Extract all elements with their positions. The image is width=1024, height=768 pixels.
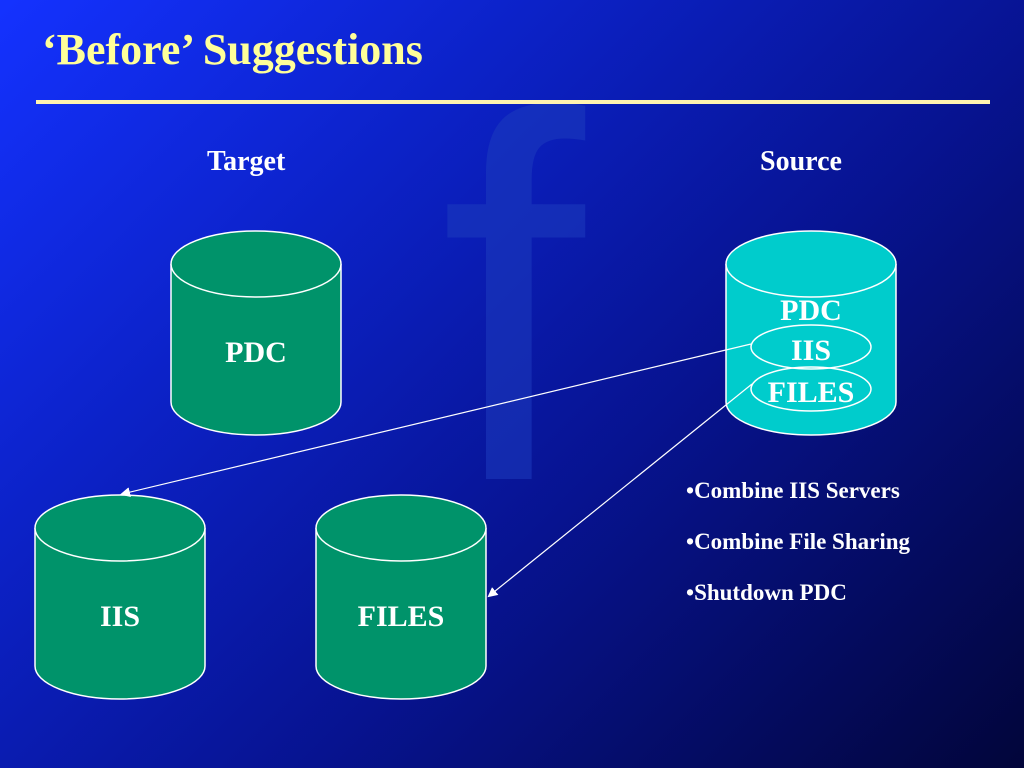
arrow-files-to-target [487,383,753,598]
target-files-label: FILES [358,600,445,633]
source-files-highlight [750,366,872,412]
source-files-label: FILES [768,376,855,409]
bullet-shutdown-pdc: Shutdown PDC [686,580,910,607]
bullet-combine-iis: Combine IIS Servers [686,478,910,505]
suggestion-list: Combine IIS Servers Combine File Sharing… [686,478,910,631]
target-iis-label: IIS [100,600,140,633]
title-underline [36,100,990,104]
bullet-combine-file-sharing: Combine File Sharing [686,529,910,556]
source-server-cylinder: PDC IIS FILES [725,230,897,436]
source-iis-label: IIS [791,334,831,367]
target-pdc-label: PDC [225,336,287,369]
source-heading: Source [760,146,842,177]
arrow-iis-to-target [120,343,752,498]
source-iis-highlight [750,324,872,370]
target-pdc-cylinder: PDC [170,230,342,436]
source-pdc-label: PDC [780,294,842,327]
target-iis-cylinder: IIS [34,494,206,700]
target-files-cylinder: FILES [315,494,487,700]
target-heading: Target [207,146,286,177]
slide-title: ‘Before’ Suggestions [42,25,423,74]
